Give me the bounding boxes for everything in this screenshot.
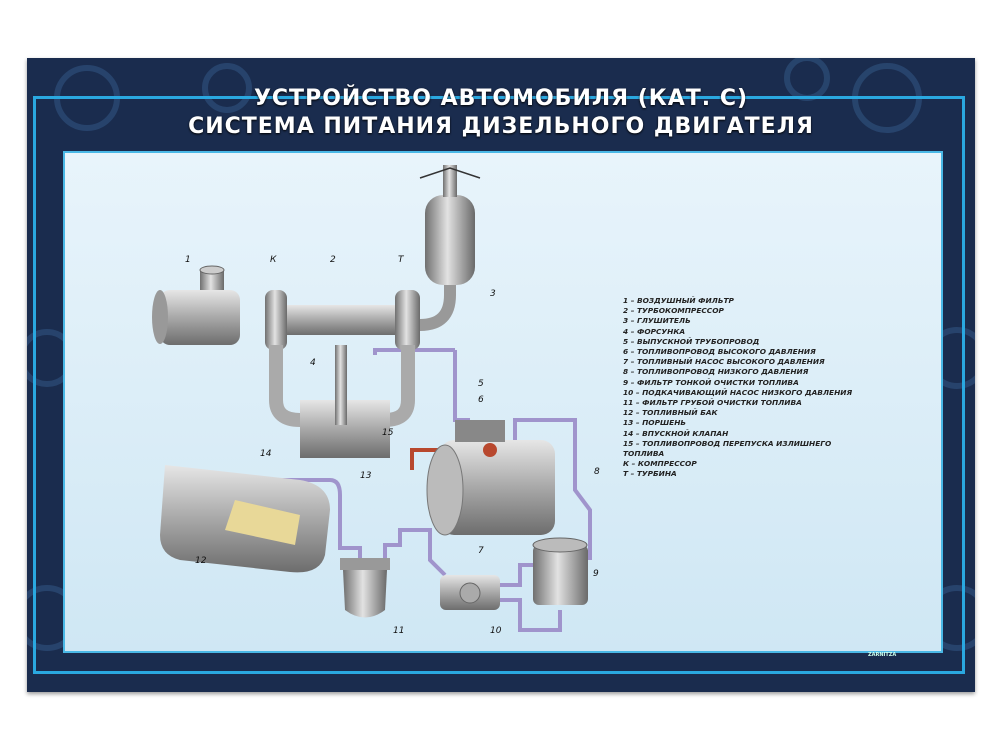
legend-item: 8 – ТОПЛИВОПРОВОД НИЗКОГО ДАВЛЕНИЯ	[623, 367, 809, 377]
legend-item: 4 – ФОРСУНКА	[623, 326, 686, 336]
legend-item: 7 – ТОПЛИВНЫЙ НАСОС ВЫСОКОГО ДАВЛЕНИЯ	[623, 357, 825, 367]
legend-item: 14 – ВПУСКНОЙ КЛАПАН	[623, 428, 729, 438]
legend-item: 12 – ТОПЛИВНЫЙ БАК	[623, 408, 718, 418]
label-8: 8	[594, 467, 600, 477]
legend-item: К – КОМПРЕССОР	[623, 459, 697, 469]
turbocompressor	[265, 305, 415, 335]
legend-item: 3 – ГЛУШИТЕЛЬ	[623, 316, 691, 326]
muffler	[419, 165, 481, 331]
fuel-tank	[160, 465, 330, 573]
label-12: 12	[195, 556, 207, 566]
label-6: 6	[478, 395, 484, 405]
label-3: 3	[490, 289, 496, 299]
inner-frame	[33, 96, 965, 674]
high-pressure-fuel-pump	[426, 420, 555, 536]
label-9: 9	[593, 569, 599, 579]
label-14: 14	[260, 449, 272, 459]
label-1: 1	[185, 255, 191, 265]
fine-fuel-filter	[532, 537, 588, 605]
publisher-logo: ZARNITZA	[868, 652, 897, 658]
label-11: 11	[393, 626, 404, 636]
poster: УСТРОЙСТВО АВТОМОБИЛЯ (КАТ. С) СИСТЕМА П…	[27, 58, 975, 692]
label-t: Т	[398, 255, 405, 265]
label-7: 7	[478, 546, 484, 556]
legend-item: 2 – ТУРБОКОМПРЕССОР	[623, 306, 724, 316]
air-filter	[152, 265, 240, 345]
legend-item: 5 – ВЫПУСКНОЙ ТРУБОПРОВОД	[623, 336, 760, 346]
label-4: 4	[310, 358, 316, 368]
label-5: 5	[478, 379, 484, 389]
poster-title: УСТРОЙСТВО АВТОМОБИЛЯ (КАТ. С)	[253, 86, 749, 111]
legend-item: 13 – ПОРШЕНЬ	[623, 418, 687, 428]
legend-item: 9 – ФИЛЬТР ТОНКОЙ ОЧИСТКИ ТОПЛИВА	[623, 377, 799, 387]
label-13: 13	[360, 471, 372, 481]
legend-item: ТОПЛИВА	[623, 449, 665, 459]
legend-item: 11 – ФИЛЬТР ГРУБОЙ ОЧИСТКИ ТОПЛИВА	[623, 398, 802, 408]
low-pressure-feed-pump	[440, 575, 500, 610]
legend-item: 1 – ВОЗДУШНЫЙ ФИЛЬТР	[623, 296, 734, 305]
label-2: 2	[330, 255, 336, 265]
legend-item: 6 – ТОПЛИВОПРОВОД ВЫСОКОГО ДАВЛЕНИЯ	[623, 347, 816, 357]
injector	[335, 345, 347, 425]
legend-item: 15 – ТОПЛИВОПРОВОД ПЕРЕПУСКА ИЗЛИШНЕГО	[623, 438, 832, 448]
label-10: 10	[490, 626, 502, 636]
legend: 1 – ВОЗДУШНЫЙ ФИЛЬТР 2 – ТУРБОКОМПРЕССОР…	[623, 296, 852, 480]
legend-item: 10 – ПОДКАЧИВАЮЩИЙ НАСОС НИЗКОГО ДАВЛЕНИ…	[623, 387, 853, 397]
coarse-fuel-filter	[340, 558, 390, 618]
poster-subtitle: СИСТЕМА ПИТАНИЯ ДИЗЕЛЬНОГО ДВИГАТЕЛЯ	[188, 114, 814, 139]
label-k: К	[270, 255, 277, 265]
legend-item: Т – ТУРБИНА	[623, 469, 677, 479]
label-15: 15	[382, 428, 394, 438]
content-panel	[63, 151, 943, 653]
